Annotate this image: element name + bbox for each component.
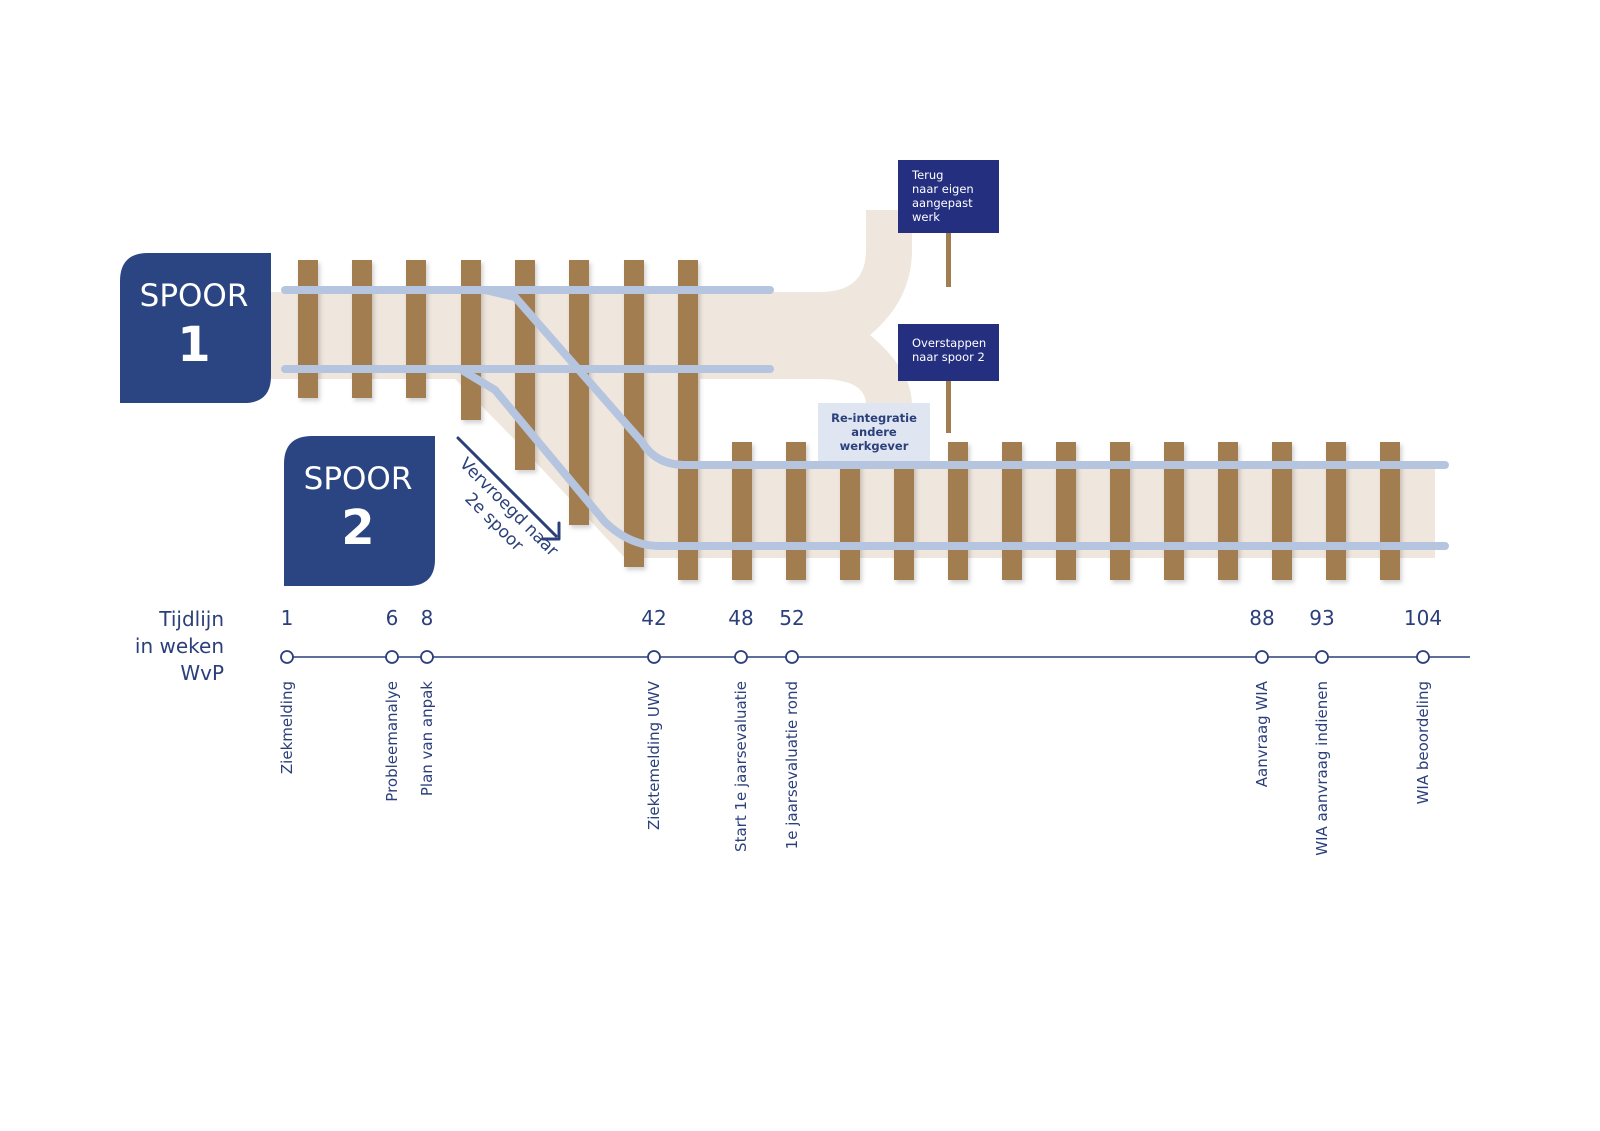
vervroegd-arrow-head [541,521,561,541]
sign-overstappen-line-1: Overstappen [912,336,986,350]
spoor-2-badge: SPOOR 2 [284,436,435,586]
sleeper [406,260,426,398]
reintegratie-line-2: andere [851,425,897,439]
sign-terug-line-1: Terug [911,168,943,182]
sign-overstappen-post [946,378,951,433]
sign-terug-line-4: werk [912,210,940,224]
milestone-marker [280,650,294,664]
reintegratie-line-1: Re-integratie [831,411,917,425]
rails [281,286,1449,550]
milestone-marker [734,650,748,664]
milestone-marker [647,650,661,664]
milestone-marker [1416,650,1430,664]
spoor-1-badge: SPOOR 1 [120,253,271,403]
sign-terug-line-2: naar eigen [912,182,974,196]
milestone-label: Probleemanalye [383,681,401,802]
milestone-marker [385,650,399,664]
sleepers [298,260,1400,580]
milestone-marker [1255,650,1269,664]
sleeper [298,260,318,398]
week-number: 93 [1309,606,1334,630]
milestone-label: Ziekmelding [278,681,296,774]
timeline-title-line-1: Tijdlijn [158,607,224,631]
spoor-2-number: 2 [341,500,374,556]
sign-terug-post [946,230,951,287]
milestone-label: Aanvraag WIA [1253,680,1271,787]
timeline-title-line-2: in weken [135,634,224,658]
sign-overstappen-board [898,324,999,381]
timeline-milestone: 52 1e jaarsevaluatie rond [779,606,804,849]
week-number: 48 [728,606,753,630]
week-number: 6 [386,606,399,630]
rail [456,365,1449,550]
sleeper [624,260,644,567]
week-number: 42 [641,606,666,630]
milestone-label: WIA aanvraag indienen [1313,681,1331,856]
spoor-1-word: SPOOR [140,278,249,314]
spoor-1-number: 1 [177,317,210,373]
sleeper [678,260,698,580]
spoor-1-badge-shape [120,253,271,403]
sign-overstappen-naar-spoor-2: Overstappen naar spoor 2 [898,324,999,433]
reintegratie-box-shape [818,403,930,461]
reintegratie-line-3: werkgever [840,439,909,453]
sleeper [352,260,372,398]
milestone-label: Start 1e jaarsevaluatie [732,681,750,852]
track-bed-junction [760,210,912,405]
sign-overstappen-line-2: naar spoor 2 [912,350,985,364]
week-number: 1 [281,606,294,630]
sleeper [569,260,589,525]
milestone-label: WIA beoordeling [1414,681,1432,804]
week-number: 88 [1249,606,1274,630]
spoor-2-badge-shape [284,436,435,586]
sign-terug-naar-eigen-werk: Terug naar eigen aangepast werk [898,160,999,287]
sleeper [461,260,481,420]
sign-terug-board [898,160,999,233]
milestone-marker [420,650,434,664]
milestone-label: 1e jaarsevaluatie rond [783,681,801,849]
sign-terug-line-3: aangepast [912,196,973,210]
milestone-marker [1315,650,1329,664]
week-number: 104 [1404,606,1442,630]
timeline-title-line-3: WvP [180,661,224,685]
vervroegd-arrow-line [456,436,558,538]
milestone-label: Ziektemelding UWV [645,680,663,830]
week-number: 52 [779,606,804,630]
milestone-label: Plan van anpak [418,681,436,796]
milestone-marker [785,650,799,664]
week-number: 8 [421,606,434,630]
reintegratie-box: Re-integratie andere werkgever [818,403,930,461]
rail [481,286,1449,469]
spoor-2-word: SPOOR [304,461,413,497]
